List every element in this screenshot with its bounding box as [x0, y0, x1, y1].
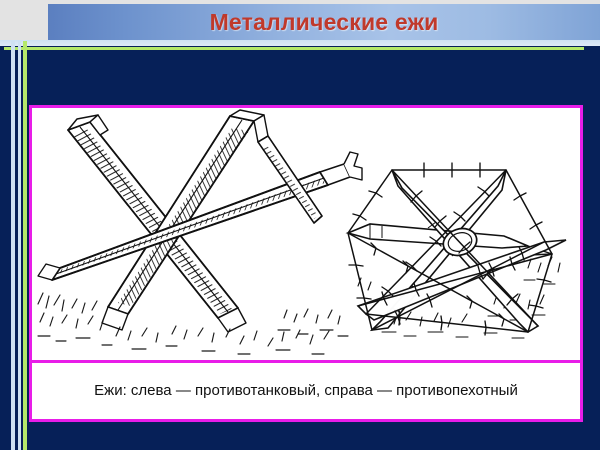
vertical-accent-rule-lightblue-1 — [11, 41, 15, 450]
caption-area: Ежи: слева — противотанковый, справа — п… — [32, 363, 580, 419]
content-frame: Ежи: слева — противотанковый, справа — п… — [29, 105, 583, 422]
page-title: Металлические ежи — [209, 8, 439, 35]
horizontal-accent-rule — [4, 47, 584, 50]
figure-caption-divider — [32, 360, 580, 363]
figure-anti-personnel-hedgehog — [345, 162, 567, 339]
figure-caption: Ежи: слева — противотанковый, справа — п… — [94, 381, 518, 399]
vertical-accent-rule-green — [23, 41, 27, 450]
figure-area — [32, 108, 580, 360]
title-underline — [0, 40, 600, 46]
vertical-accent-rule-lightblue-2 — [18, 41, 21, 450]
figure-anti-tank-hedgehog — [37, 109, 363, 355]
hedgehog-illustrations — [32, 108, 580, 360]
title-band — [48, 4, 600, 40]
